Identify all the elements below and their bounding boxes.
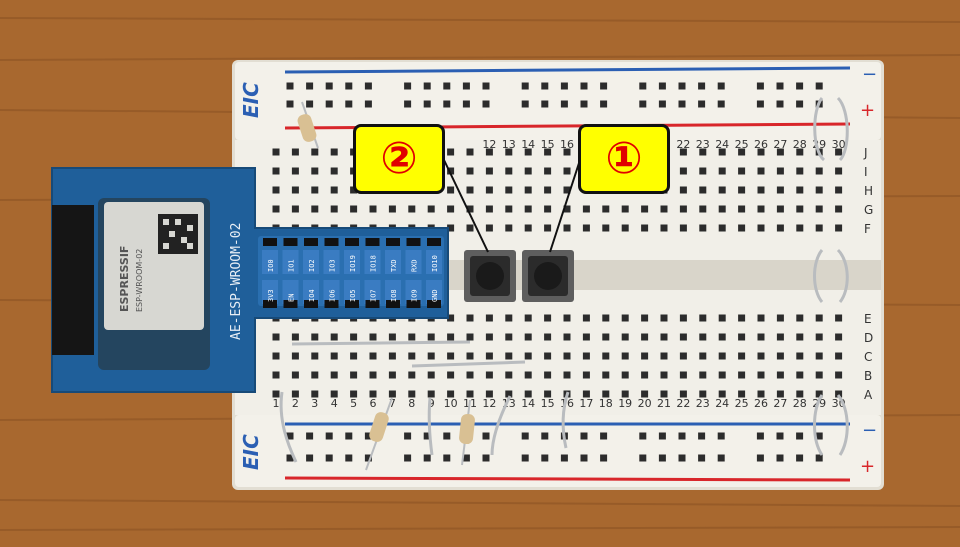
pin-label: IO3 [329,259,337,272]
column-number: 24 [715,397,729,410]
column-number: 10 [444,397,458,410]
column-number: 7 [389,397,396,410]
pin-label: 3V3 [267,289,275,302]
column-number: 26 [754,397,768,410]
push-button-2 [464,250,516,302]
column-number: 9 [428,397,435,410]
top-power-rail [235,62,881,140]
callout-button-2: ② [353,124,445,194]
row-letter: C [864,350,872,364]
chip-brand: ESPRESSIF [118,246,131,312]
pin-label: GND [431,289,439,302]
column-number: 14 [521,138,535,151]
rail-minus-bottom: − [862,420,877,441]
pin-label: IO4 [308,289,316,302]
resistor-left [365,397,393,471]
pin-label: IO1 [288,259,296,272]
pin-label: EN [288,294,296,302]
pin-label: IO5 [349,289,357,302]
row-letter: D [864,331,873,345]
column-number: 22 [676,138,690,151]
pin-label: IO19 [349,255,357,272]
column-number: 27 [773,138,787,151]
module-label: AE-ESP-WROOM-02 [229,223,244,340]
row-letter: A [864,388,873,402]
push-button-1 [522,250,574,302]
pin-label: RXD [411,259,419,272]
esp-module-board: ESPRESSIF ESP-WROOM-02 AE-ESP-WROOM-02 I… [51,167,449,393]
pin-label: TXD [390,259,398,272]
column-number: 30 [832,138,846,151]
pin-label: IO6 [329,289,337,302]
column-number: 23 [696,397,710,410]
column-number: 25 [735,397,749,410]
column-number: 22 [676,397,690,410]
pin-label: IO8 [390,289,398,302]
column-number: 5 [350,397,357,410]
row-letter: I [864,165,868,179]
row-letter: E [864,312,872,326]
rail-plus-top: + [860,100,875,121]
column-number: 14 [521,397,535,410]
column-number: 3 [311,397,318,410]
pin-label: IO9 [411,289,419,302]
callout-2-leader [443,159,489,253]
resistor-right [459,399,475,466]
column-number: 15 [541,138,555,151]
column-numbers: 1234567891011121213131414151516161717181… [273,138,846,410]
column-number: 28 [793,138,807,151]
column-number: 25 [735,138,749,151]
column-number: 19 [618,397,632,410]
column-number: 17 [579,397,593,410]
row-letter: G [864,203,873,217]
column-number: 28 [793,397,807,410]
column-number: 1 [273,397,280,410]
bottom-power-rail [235,415,881,487]
rail-plus-bottom: + [860,456,875,477]
column-number: 8 [408,397,415,410]
column-number: 18 [599,397,613,410]
column-number: 26 [754,138,768,151]
pin-label: IO0 [267,259,275,272]
brand-bottom: EIC [239,434,263,470]
column-number: 16 [560,138,574,151]
rail-minus-top: − [862,64,877,85]
callout-1-label: ① [605,133,643,184]
column-number: 4 [331,397,338,410]
column-number: 27 [773,397,787,410]
pin-label: IO2 [308,259,316,272]
pin-label: IO7 [370,289,378,302]
jumper-wires [279,96,849,463]
column-number: 21 [657,397,671,410]
column-number: 13 [502,138,516,151]
resistor-top [297,101,319,149]
callout-1-leader [549,159,581,253]
column-number: 15 [541,397,555,410]
row-letter: B [864,369,872,383]
column-number: 12 [482,138,496,151]
pin-label: IO10 [431,255,439,272]
column-number: 24 [715,138,729,151]
brand-top: EIC [239,82,263,118]
pin-headers: IO0 IO1 IO2 IO3 IO19 IO18 TXD RXD IO10 3V3 EN IO4 IO… [262,238,442,308]
row-letter: J [863,146,868,160]
row-letter: H [864,184,873,198]
column-number: 6 [370,397,377,410]
column-number: 23 [696,138,710,151]
row-letter: F [864,222,871,236]
callout-2-label: ② [380,133,418,184]
column-number: 20 [638,397,652,410]
pin-label: IO18 [370,255,378,272]
callout-button-1: ① [578,124,670,194]
column-number: 12 [482,397,496,410]
chip-model: ESP-WROOM-02 [135,249,144,312]
column-number: 2 [292,397,299,410]
